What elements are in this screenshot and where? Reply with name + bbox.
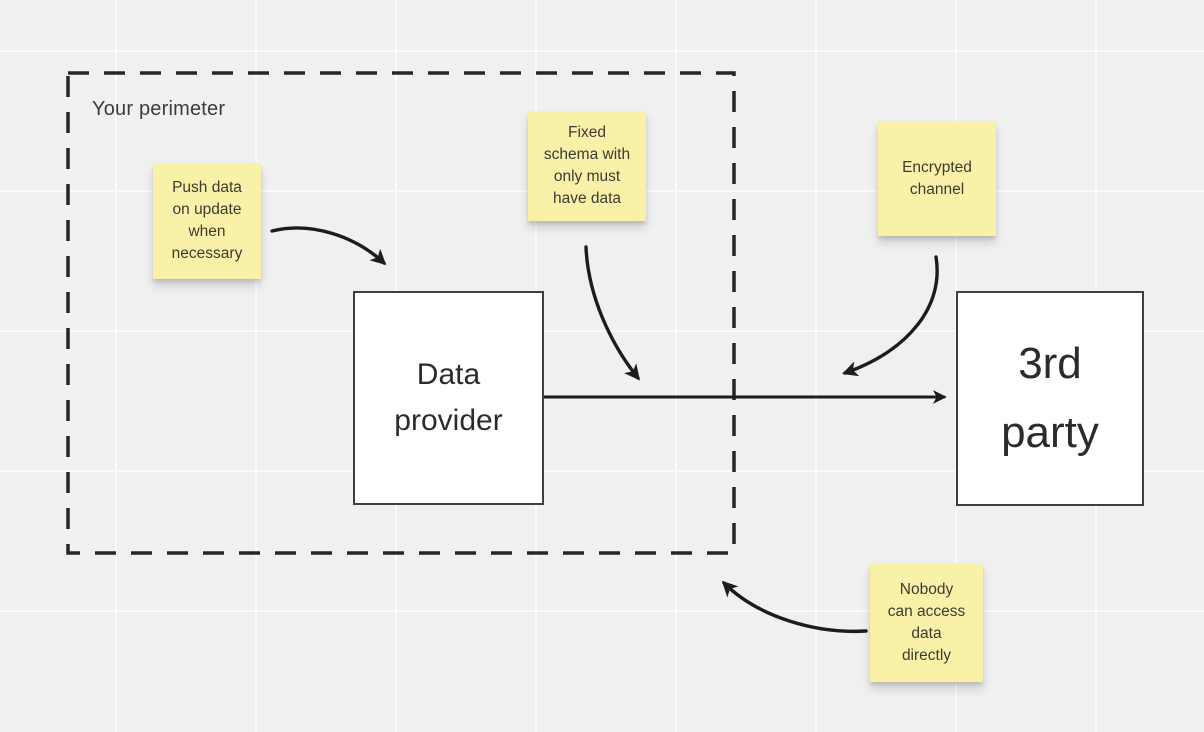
arrow-fixed-schema-to-flow[interactable]: [584, 245, 640, 381]
sticky-note-text: Fixed schema with only must have data: [543, 124, 631, 207]
shape-label: 3rd party: [1001, 339, 1099, 457]
sticky-note-encrypted-channel[interactable]: Encrypted channel: [878, 121, 996, 236]
shape-third-party[interactable]: 3rd party: [956, 291, 1144, 506]
sticky-note-push-data[interactable]: Push data on update when necessary: [153, 163, 261, 279]
arrow-push-data-to-provider[interactable]: [270, 226, 387, 266]
sticky-note-text: Nobody can access data directly: [887, 580, 966, 664]
sticky-note-text: Encrypted channel: [902, 158, 972, 198]
shape-data-provider[interactable]: Data provider: [353, 291, 544, 505]
sticky-note-nobody-access[interactable]: Nobody can access data directly: [870, 563, 983, 682]
sticky-note-text: Push data on update when necessary: [171, 179, 243, 262]
arrow-nobody-to-perimeter[interactable]: [721, 580, 868, 634]
perimeter-boundary[interactable]: [66, 71, 736, 555]
sticky-note-fixed-schema[interactable]: Fixed schema with only must have data: [528, 111, 646, 221]
arrow-encrypted-to-flow[interactable]: [842, 255, 939, 377]
shape-label: Data provider: [394, 357, 503, 438]
perimeter-label: Your perimeter: [92, 98, 226, 120]
